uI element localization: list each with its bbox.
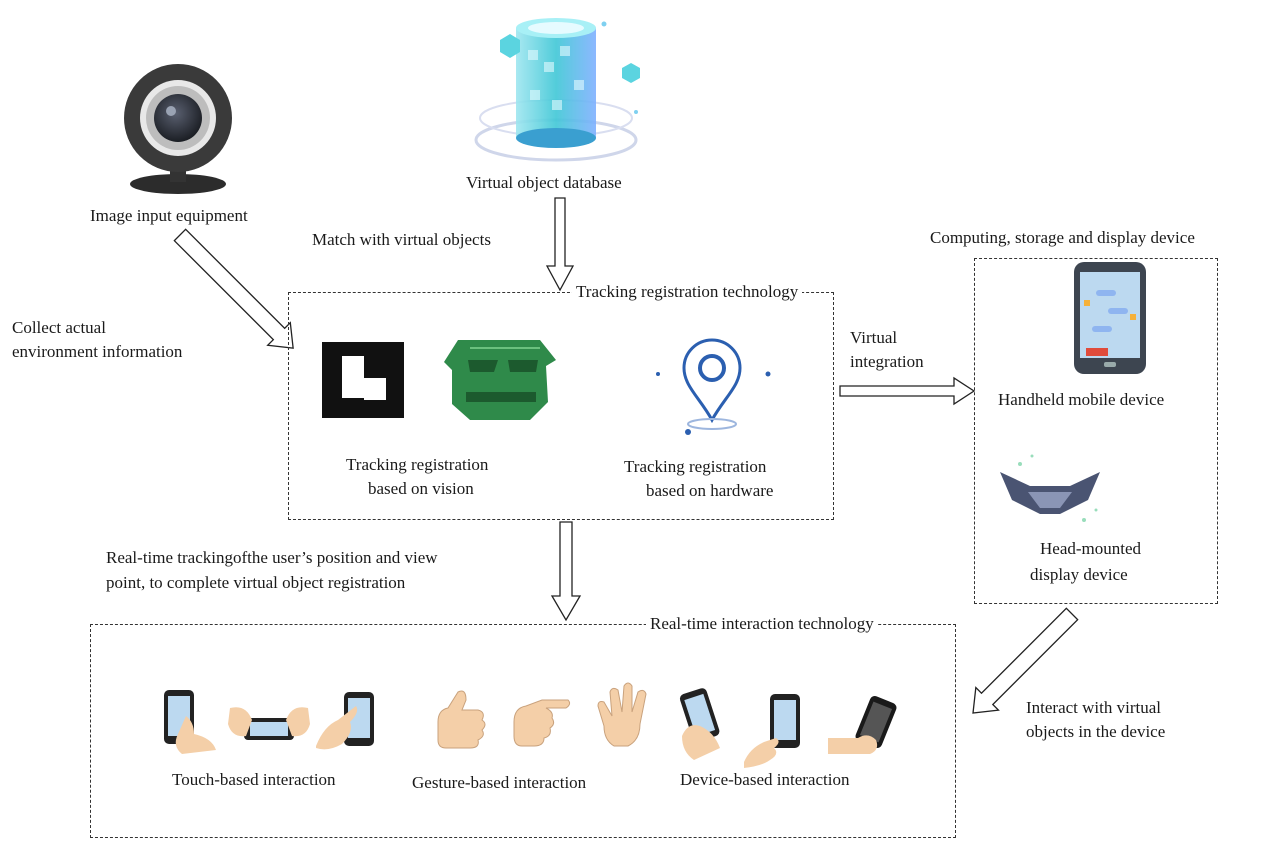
device-phone-grip-icon [828,696,897,754]
arrow-realtime-tracking [550,521,582,622]
realtime-tracking-label-1: Real-time trackingofthe user’s position … [106,548,438,567]
open-hand-icon [597,682,647,747]
virtual-integration-label-1: Virtual [850,328,898,347]
vision-label-2: based on vision [368,479,474,498]
arrow-match [545,197,575,292]
location-pin-icon [656,338,771,435]
tracking-box-title: Tracking registration technology [572,281,803,303]
bronze-mask-icon [444,340,556,420]
match-label: Match with virtual objects [312,230,491,249]
arrow-interact [972,607,1079,714]
virtual-integration-label-2: integration [850,352,924,371]
device-phone-tilt-icon [679,688,720,760]
touch-tap-hand-icon [316,692,374,750]
pointing-hand-icon [513,699,571,747]
device-interaction-label: Device-based interaction [680,770,850,789]
device-phone-hold-icon [744,694,800,768]
image-input-label: Image input equipment [90,206,248,225]
touch-phone-hand-icon [164,690,216,754]
head-mounted-label-1: Head-mounted [1040,539,1142,558]
arrow-virtual-integration [839,376,976,406]
virtual-db-label: Virtual object database [466,173,622,192]
device-box [974,258,1218,604]
collect-label-2: environment information [12,342,183,361]
hardware-label-1: Tracking registration [624,457,767,476]
interaction-box [90,624,956,838]
tracking-box [288,292,834,520]
goggles-icon [1000,454,1100,522]
thumbs-up-icon [437,690,486,749]
fiducial-marker-icon [322,342,404,418]
database-icon [474,18,640,162]
touch-label: Touch-based interaction [172,770,336,789]
device-box-title: Computing, storage and display device [930,228,1195,247]
handheld-phone-icon [1074,262,1146,374]
hardware-label-2: based on hardware [646,481,774,500]
handheld-label: Handheld mobile device [998,390,1165,409]
webcam-icon [124,64,232,194]
collect-label-1: Collect actual [12,318,106,337]
realtime-tracking-label-2: point, to complete virtual object regist… [106,573,406,592]
vision-label-1: Tracking registration [346,455,489,474]
interaction-box-title: Real-time interaction technology [646,613,878,635]
head-mounted-label-2: display device [1030,565,1128,584]
touch-landscape-phone-icon [228,707,310,740]
arrow-collect [173,228,294,349]
interact-label-2: objects in the device [1026,722,1166,741]
interact-label-1: Interact with virtual [1026,698,1162,717]
gesture-label: Gesture-based interaction [412,773,587,792]
